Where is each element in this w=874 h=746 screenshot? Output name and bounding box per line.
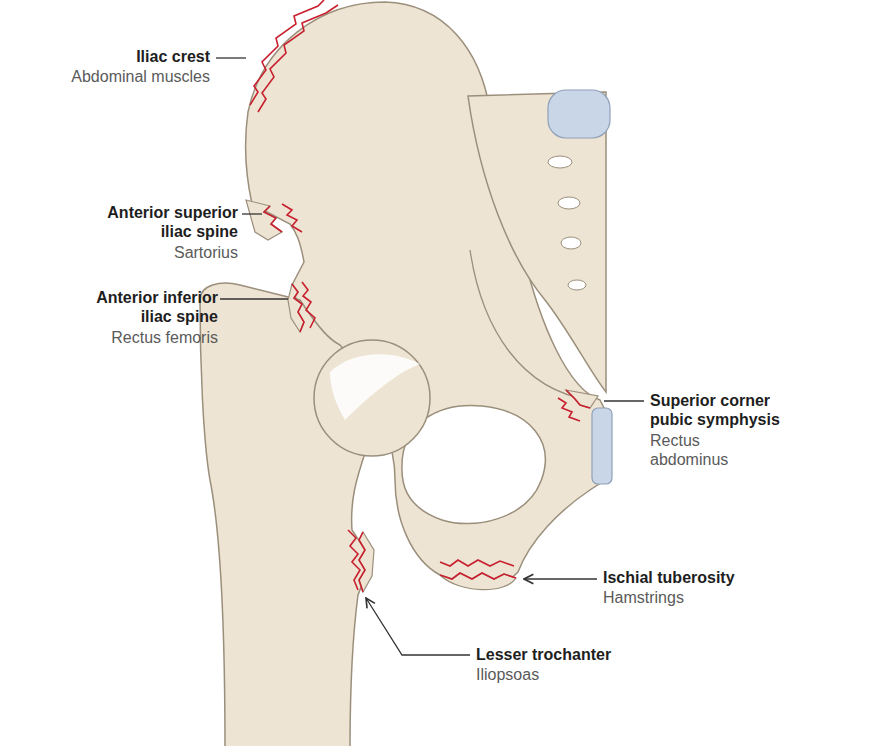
leader-line	[604, 400, 644, 401]
bone-fragment	[288, 284, 304, 332]
sacral-foramen	[548, 156, 572, 168]
fracture-line	[566, 390, 590, 408]
bone-label: Lesser trochanter	[476, 645, 611, 664]
articular-cartilage	[330, 354, 420, 420]
muscle-label: Iliopsoas	[476, 665, 539, 684]
muscle-label: Rectus abdominus	[650, 431, 745, 469]
bone-fragment	[359, 532, 374, 592]
fracture-line	[282, 204, 302, 232]
femoral-head	[314, 340, 430, 456]
bone-fragment	[246, 200, 282, 240]
leader-line	[524, 578, 597, 579]
muscle-label: Sartorius	[174, 243, 238, 262]
bone-label: Iliac crest	[136, 47, 210, 66]
leader-line	[216, 57, 246, 58]
bone-label: Anterior inferior iliac spine	[68, 288, 218, 326]
bone-fragment	[440, 573, 516, 590]
bone-label: Ischial tuberosity	[603, 568, 735, 587]
muscle-label: Rectus femoris	[111, 328, 218, 347]
muscle-label: Hamstrings	[603, 588, 684, 607]
bone-fragment	[566, 390, 598, 408]
leader-line	[366, 598, 470, 655]
sacral-foramen	[561, 237, 581, 249]
fracture-line	[359, 532, 365, 592]
fracture-line	[258, 5, 338, 112]
sacral-foramen	[558, 197, 580, 209]
fracture-line	[264, 206, 282, 232]
leader-line	[220, 298, 288, 299]
intervertebral-disc	[548, 90, 610, 138]
bone-label: Anterior superior iliac spine	[88, 203, 238, 241]
fracture-line	[250, 0, 324, 105]
symphysis-pad	[592, 408, 612, 484]
muscle-label: Abdominal muscles	[71, 67, 210, 86]
sacral-foramen	[568, 280, 586, 290]
fracture-line	[292, 284, 304, 332]
leader-line	[242, 213, 262, 214]
fracture-line	[440, 560, 514, 566]
fracture-line	[440, 573, 516, 579]
bone-label: Superior corner pubic symphysis	[650, 391, 790, 429]
